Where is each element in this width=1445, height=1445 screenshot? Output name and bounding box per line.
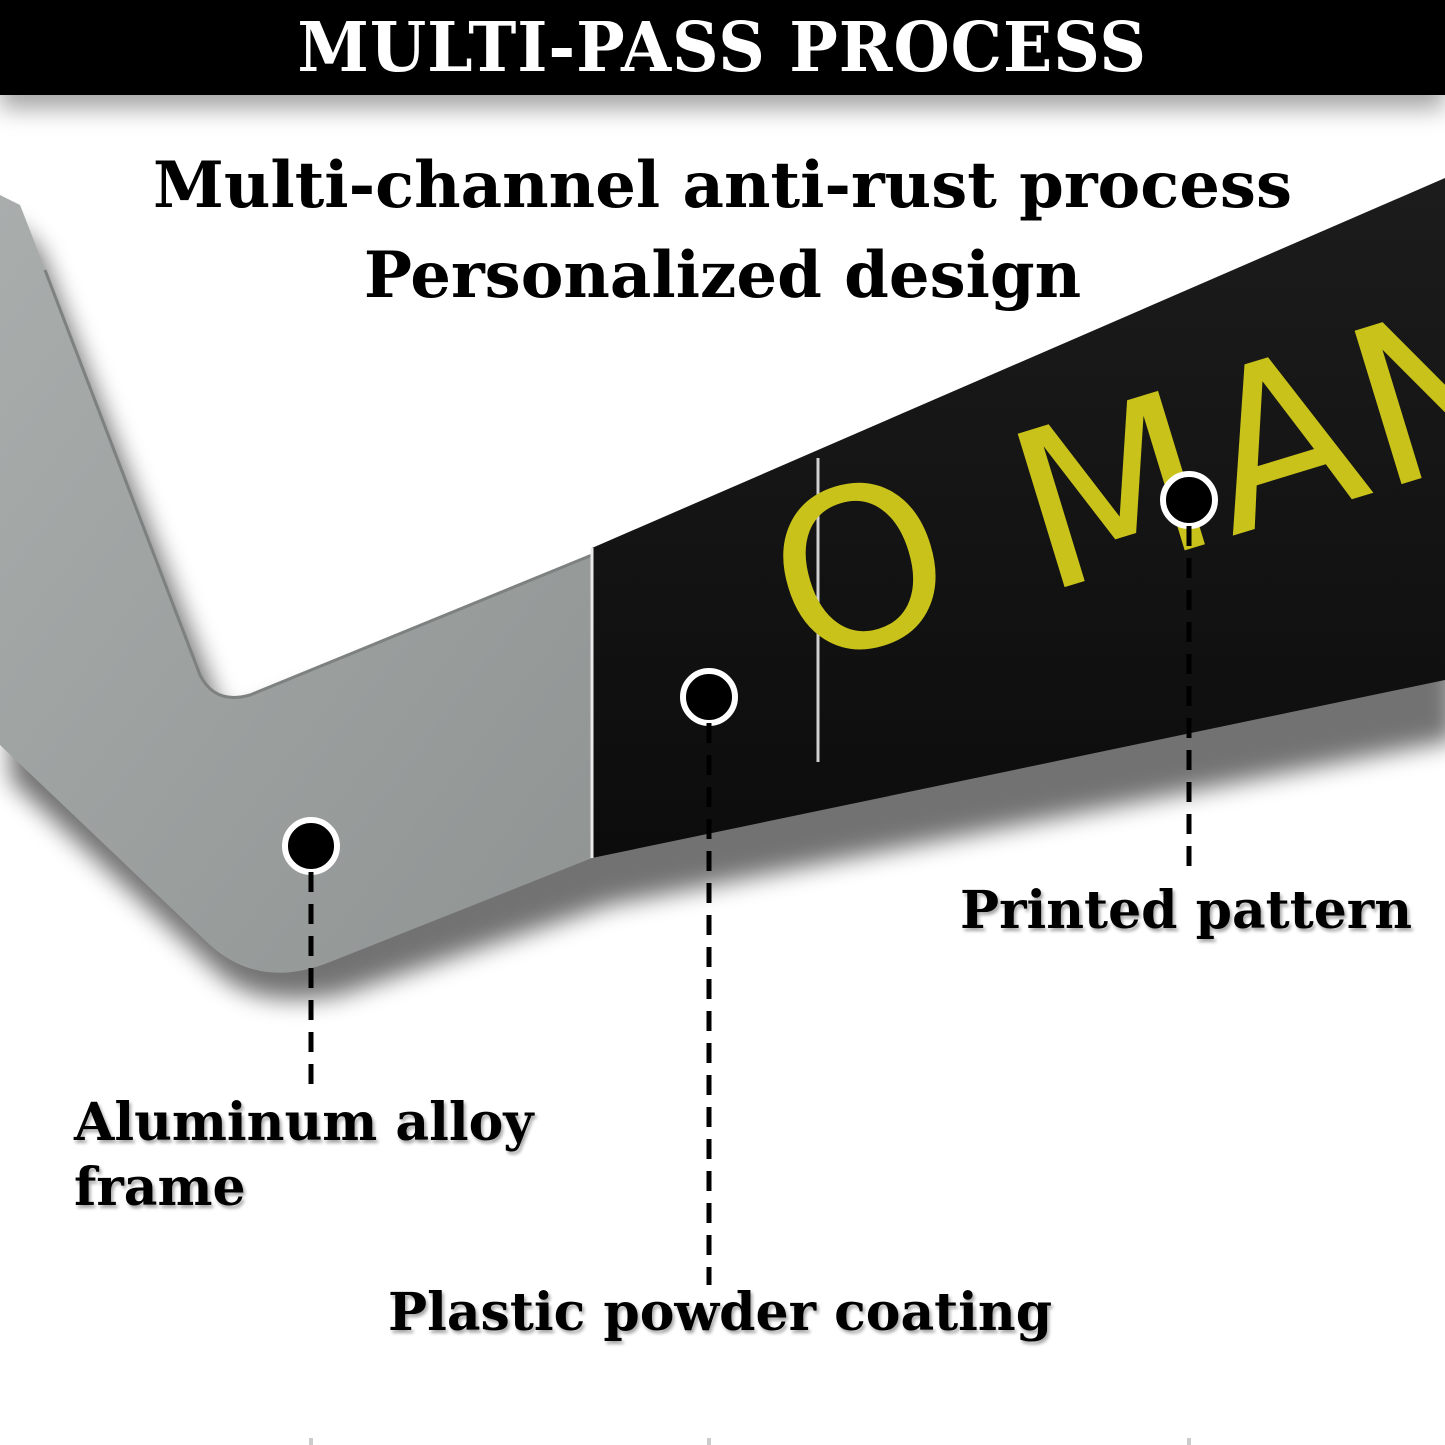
label-printed-pattern: Printed pattern [960,880,1413,941]
label-powder-coating: Plastic powder coating [388,1282,1053,1343]
marker-powder [680,668,738,1285]
frame-inner-edge [43,269,593,699]
marker-printed [1160,471,1218,868]
marker-alloy [282,817,340,1088]
label-aluminum-alloy: Aluminum alloy frame [74,1090,534,1220]
headline-line-1: Multi-channel anti-rust process [153,148,1292,223]
label-aluminum-alloy-line-1: Aluminum alloy [74,1092,534,1153]
label-aluminum-alloy-line-2: frame [74,1157,246,1218]
powder-coating [592,178,1445,858]
aluminum-frame [0,195,592,973]
top-banner: MULTI-PASS PROCESS [0,0,1445,95]
headline-line-2: Personalized design [363,238,1082,313]
banner-title: MULTI-PASS PROCESS [297,7,1148,88]
